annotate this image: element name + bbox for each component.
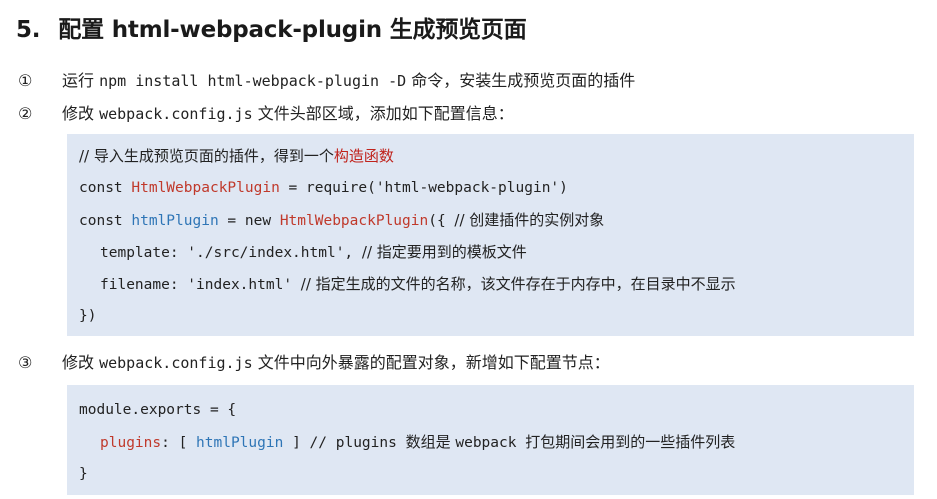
code-line: filename: 'index.html' // 指定生成的文件的名称，该文件…: [79, 274, 736, 295]
code-text: = require('html-webpack-plugin'): [279, 180, 568, 196]
step-2-marker: ②: [18, 104, 33, 123]
code-line: }: [79, 464, 88, 484]
code-text: }: [79, 466, 88, 482]
code-block-module-exports: module.exports = { plugins: [ htmlPlugin…: [67, 385, 914, 495]
code-text: = new: [218, 213, 280, 229]
code-text: ]: [283, 435, 310, 451]
code-comment: // 导入生成预览页面的插件，得到一个: [79, 147, 334, 165]
step-2-code: webpack.config.js: [99, 105, 253, 123]
code-variable: htmlPlugin: [196, 435, 284, 451]
code-comment: // 指定生成的文件的名称，该文件存在于内存中，在目录中不显示: [300, 275, 736, 293]
section-heading: 5. 配置 html-webpack-plugin 生成预览页面: [16, 10, 527, 44]
step-1: ① 运行 npm install html-webpack-plugin -D 命…: [18, 70, 635, 92]
code-block-plugin-setup: // 导入生成预览页面的插件，得到一个构造函数 const HtmlWebpac…: [67, 134, 914, 336]
code-class-name: HtmlWebpackPlugin: [131, 180, 280, 196]
code-text: template: './src/index.html',: [100, 245, 362, 261]
step-2: ② 修改 webpack.config.js 文件头部区域，添加如下配置信息：: [18, 103, 514, 125]
code-class-name: HtmlWebpackPlugin: [279, 213, 429, 229]
code-line: // 导入生成预览页面的插件，得到一个构造函数: [79, 146, 394, 167]
code-comment: // plugins: [309, 435, 406, 451]
step-1-code: npm install html-webpack-plugin -D: [99, 72, 407, 90]
code-line: module.exports = {: [79, 400, 236, 420]
step-3: ③ 修改 webpack.config.js 文件中向外暴露的配置对象，新增如下配…: [18, 352, 610, 374]
code-keyword: const: [79, 180, 132, 196]
step-3-prefix: 修改: [62, 353, 100, 372]
section-number: 5.: [16, 17, 41, 43]
step-1-marker: ①: [18, 71, 33, 90]
code-property: plugins: [100, 435, 162, 451]
code-line: const htmlPlugin = new HtmlWebpackPlugin…: [79, 210, 604, 231]
code-text: : [: [161, 435, 197, 451]
code-comment: 打包期间会用到的一些插件列表: [525, 433, 736, 451]
code-text: }): [79, 308, 97, 324]
code-comment: 数组是: [405, 433, 456, 451]
code-comment-highlight: 构造函数: [333, 147, 394, 165]
step-3-marker: ③: [18, 353, 33, 372]
code-variable: htmlPlugin: [131, 213, 219, 229]
code-text: ({: [428, 213, 455, 229]
step-1-prefix: 运行: [62, 71, 100, 90]
step-1-suffix: 命令，安装生成预览页面的插件: [406, 71, 636, 90]
step-3-code: webpack.config.js: [99, 354, 253, 372]
code-comment: webpack: [455, 435, 526, 451]
code-text: filename: 'index.html': [100, 277, 301, 293]
section-title: 配置 html-webpack-plugin 生成预览页面: [58, 17, 527, 43]
step-2-prefix: 修改: [62, 104, 100, 123]
code-line: template: './src/index.html', // 指定要用到的模…: [79, 242, 527, 263]
code-text: module.exports = {: [79, 402, 237, 418]
code-line: const HtmlWebpackPlugin = require('html-…: [79, 178, 568, 198]
code-line: }): [79, 306, 96, 326]
code-line: plugins: [ htmlPlugin ] // plugins 数组是 w…: [79, 432, 735, 453]
step-2-suffix: 文件头部区域，添加如下配置信息：: [252, 104, 514, 123]
code-comment: // 指定要用到的模板文件: [361, 243, 527, 261]
code-keyword: const: [79, 213, 132, 229]
code-comment: // 创建插件的实例对象: [454, 211, 605, 229]
step-3-suffix: 文件中向外暴露的配置对象，新增如下配置节点：: [252, 353, 610, 372]
